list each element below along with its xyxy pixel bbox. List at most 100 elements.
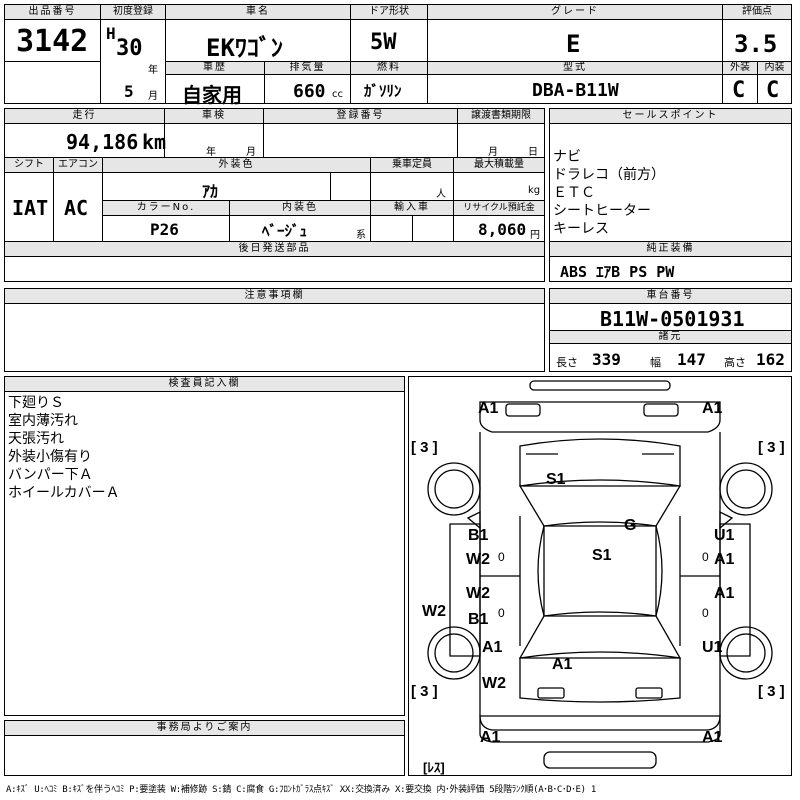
first-reg-year: 30: [116, 36, 143, 61]
chassis-number: B11W-0501931: [600, 307, 745, 331]
color-no: P26: [150, 220, 179, 239]
damage-mark: W2: [422, 603, 446, 620]
damage-mark: W2: [482, 675, 506, 692]
legend: A:ｷｽﾞ U:ﾍｺﾐ B:ｷｽﾞを伴うﾍｺﾐ P:要塗装 W:補修跡 S:錆 …: [6, 785, 596, 795]
spare-tire-mark: [ﾚｽ]: [423, 760, 445, 775]
inspector-line-6: ホイールカバーＡ: [8, 485, 120, 501]
damage-mark: A1: [714, 585, 735, 602]
inspector-label: 検査員記入欄: [5, 377, 404, 392]
length-label: 長さ: [556, 356, 578, 369]
damage-mark: W2: [466, 585, 490, 602]
first-reg-label: 初度登録: [101, 5, 165, 20]
max-load-unit: kg: [528, 185, 541, 196]
displacement-unit: cc: [332, 89, 343, 100]
damage-mark: A1: [702, 729, 723, 746]
max-load-label: 最大積載量: [454, 158, 544, 173]
inspector-line-1: 下廻りＳ: [8, 395, 64, 411]
damage-mark: S1: [592, 547, 612, 564]
exterior-grade: C: [732, 78, 746, 103]
damage-diagram: [408, 376, 792, 776]
mileage-unit: km: [142, 130, 167, 154]
first-reg-era: H: [106, 24, 116, 43]
door-label: ドア形状: [351, 5, 427, 20]
model-label: 型式: [428, 62, 722, 75]
transfer-month-unit: 月: [488, 147, 498, 158]
damage-mark: A1: [482, 639, 503, 656]
recycle-unit: 円: [530, 230, 540, 241]
sales-point-1: ナビ: [553, 149, 581, 165]
office-label: 事務局よりご案内: [5, 721, 404, 736]
ext-color: ｱｶ: [202, 182, 219, 201]
import-label: 輸入車: [371, 201, 453, 216]
interior-label: 内装: [758, 62, 791, 75]
tire-mark: [ 3 ]: [758, 439, 785, 456]
zero-mark: 0: [498, 606, 505, 620]
height: 162: [756, 350, 785, 369]
grade: E: [566, 30, 581, 58]
sales-point-4: シートヒーター: [553, 203, 651, 219]
exterior-label: 外装: [723, 62, 757, 75]
first-reg-month-unit: 月: [148, 91, 158, 102]
damage-mark: B1: [468, 611, 489, 628]
lot-number: 3142: [16, 24, 89, 59]
zero-mark: 0: [498, 550, 505, 564]
car-name-label: 車名: [166, 5, 350, 20]
inspection-month-unit: 月: [246, 147, 256, 158]
recycle-fee: 8,060: [478, 220, 527, 239]
inspector-line-4: 外装小傷有り: [8, 449, 92, 465]
inspector-box: [4, 376, 405, 716]
specs-label: 諸元: [550, 331, 791, 344]
score: 3.5: [734, 30, 778, 58]
mileage-label: 走行: [5, 109, 164, 124]
sales-label: セールスポイント: [550, 109, 791, 124]
interior-grade: C: [766, 78, 780, 103]
damage-mark: G: [624, 517, 637, 534]
header-grid: [4, 4, 792, 104]
history: 自家用: [182, 83, 242, 107]
displacement-label: 排気量: [265, 62, 350, 75]
equipment: ABS ｴｱB PS PW: [560, 263, 675, 281]
score-label: 評価点: [723, 5, 791, 20]
damage-mark: U1: [714, 527, 735, 544]
zero-mark: 0: [702, 606, 709, 620]
later-parts-label: 後日発送部品: [5, 242, 544, 257]
recycle-label: リサイクル預託金: [454, 201, 544, 216]
sales-point-5: キーレス: [553, 221, 609, 237]
transfer-day-unit: 日: [528, 147, 538, 158]
shift: IAT: [12, 196, 49, 220]
color-no-label: カラーNo.: [103, 201, 229, 216]
damage-mark: U1: [702, 639, 723, 656]
inspector-line-2: 室内薄汚れ: [8, 413, 78, 429]
fuel: ｶﾞｿﾘﾝ: [364, 82, 402, 100]
capacity-label: 乗車定員: [371, 158, 453, 173]
damage-mark: A1: [480, 729, 501, 746]
displacement: 660: [293, 81, 326, 102]
notes-field-label: 注意事項欄: [5, 289, 544, 304]
height-label: 高さ: [724, 356, 746, 369]
door-type: 5W: [370, 30, 397, 55]
damage-mark: A1: [702, 400, 723, 417]
history-label: 車歴: [166, 62, 264, 75]
tire-mark: [ 3 ]: [411, 683, 438, 700]
car-outline: [427, 380, 773, 769]
width-label: 幅: [650, 356, 661, 369]
capacity-unit: 人: [436, 189, 446, 200]
transfer-label: 譲渡書類期限: [458, 109, 544, 124]
aircon: AC: [64, 196, 89, 220]
reg-no-label: 登録番号: [264, 109, 457, 124]
damage-mark: A1: [714, 551, 735, 568]
model: DBA-B11W: [532, 80, 619, 101]
damage-mark: A1: [552, 656, 573, 673]
zero-mark: 0: [702, 550, 709, 564]
tire-mark: [ 3 ]: [411, 439, 438, 456]
mileage: 94,186: [66, 130, 139, 154]
lot-label: 出品番号: [5, 5, 100, 20]
damage-mark: B1: [468, 527, 489, 544]
chassis-label: 車台番号: [550, 289, 791, 304]
int-color-label: 内装色: [230, 201, 370, 216]
inspector-line-3: 天張汚れ: [8, 431, 64, 447]
damage-mark: A1: [478, 400, 499, 417]
inspector-line-5: バンパー下Ａ: [8, 467, 93, 483]
length: 339: [592, 350, 621, 369]
damage-mark: W2: [466, 551, 490, 568]
